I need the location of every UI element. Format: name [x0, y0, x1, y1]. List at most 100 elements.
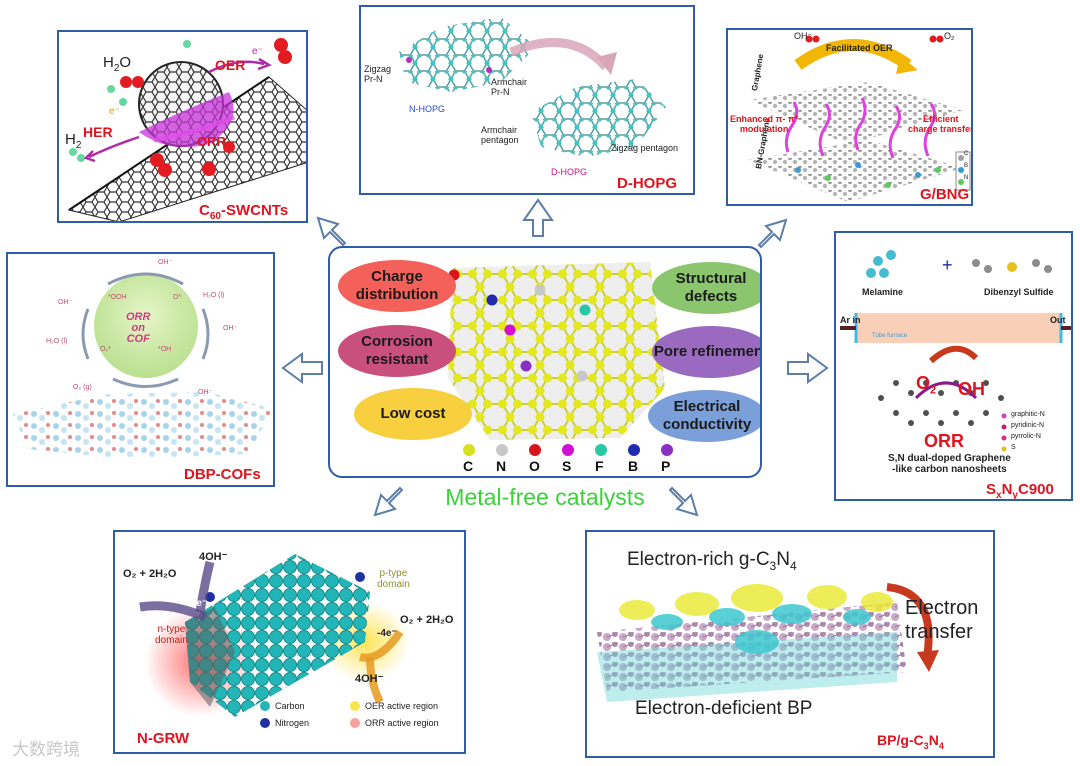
watermark: 大数跨境	[12, 740, 80, 759]
oer-label: OER	[215, 57, 246, 73]
n-hopg-label: N-HOPG	[409, 104, 445, 114]
cof-h2o-left: H₂O (l)	[46, 338, 68, 345]
d-hopg-illustration	[399, 17, 666, 157]
oh-label: OH⁻	[794, 31, 813, 41]
g-bng-illustration	[748, 35, 971, 202]
4oh-top: 4OH⁻	[199, 551, 228, 563]
panel-label-bp-gc3n4: BP/g-C3N4	[877, 732, 944, 751]
cof-ooh: *OOH	[108, 294, 127, 301]
main-title: Metal-free catalysts	[445, 484, 645, 510]
orr-label: ORR	[197, 134, 226, 149]
legend-s: S	[1011, 444, 1016, 451]
property-pill-3: Structural defects	[652, 262, 760, 314]
cof-oh-top: OH⁻	[158, 259, 173, 266]
legend-pyridinic-n: pyridinic-N	[1011, 422, 1045, 429]
legend-dot-b	[628, 444, 640, 456]
legend-label-o: O	[529, 458, 540, 474]
electron-label-2: e⁻	[109, 106, 120, 117]
legend-b: B	[964, 163, 969, 169]
property-label-4: Pore refinement	[653, 343, 762, 360]
sn-graphene-description: S,N dual-doped Graphene-like carbon nano…	[888, 453, 1011, 475]
legend-label-n: N	[496, 458, 507, 474]
doped-graphene-lattice	[448, 262, 665, 440]
arrow-up-d-hopg	[522, 198, 554, 237]
panel-label-sxny-c900: SxNyC900	[986, 481, 1054, 501]
legend-label-p: P	[661, 458, 671, 474]
dbp-cofs-illustration	[13, 272, 273, 459]
cof-h2o-right: H₂O (l)	[203, 292, 225, 299]
facilitated-oer-label: Facilitated OER	[826, 43, 893, 53]
melamine-label: Melamine	[862, 287, 904, 297]
legend-label-s: S	[562, 458, 572, 474]
ar-in-label: Ar in	[840, 315, 861, 325]
property-label-1: Corrosion resistant	[361, 333, 433, 368]
h2o-label: H2O	[103, 54, 132, 74]
panel-label-dbp-cofs: DBP-COFs	[184, 466, 261, 483]
panel-label-g-bng: G/BNG	[920, 186, 970, 203]
c60-swcnt-illustration	[67, 38, 306, 221]
dibenzyl-sulfide-label: Dibenzyl Sulfide	[984, 287, 1054, 297]
electron-rich-label: Electron-rich g-C3N4	[627, 549, 797, 573]
legend-carbon: Carbon	[275, 701, 305, 711]
electron-label-1: e⁻	[252, 46, 263, 57]
panel-label-c60-swcnts: C60-SWCNTs	[199, 202, 289, 222]
property-pill-2: Low cost	[354, 388, 472, 440]
panel-label-d-hopg: D-HOPG	[617, 175, 677, 192]
property-label-0: Charge distribution	[355, 268, 439, 303]
panel-dbp-cofs: OH⁻ H₂O (l) OH⁻ OH⁻ H₂O (l) OH⁻ *OOH O* …	[6, 252, 275, 487]
legend-dot-n	[496, 444, 508, 456]
o2-label: O₂	[944, 31, 955, 41]
cof-o2-star: O₂*	[100, 346, 111, 353]
legend-dot-p	[661, 444, 673, 456]
minus-4e: -4e⁻	[377, 628, 397, 639]
orr-label: ORR	[924, 431, 964, 451]
panel-label-n-grw: N-GRW	[137, 730, 190, 747]
property-label-3: Structural defects	[675, 270, 747, 305]
cof-o-star: O*	[173, 294, 182, 301]
panel-sxny-c900: + Melamine Dibenzyl Sulfide Ar in Out Tu…	[834, 231, 1073, 501]
cof-oh-bottom: OH⁻	[198, 389, 213, 396]
legend-orr-region: ORR active region	[365, 718, 439, 728]
property-pill-0: Charge distribution	[338, 260, 456, 312]
sxny-c900-illustration	[840, 250, 1071, 452]
legend-oer-region: OER active region	[365, 701, 439, 711]
plus-4e: +4e⁻	[185, 598, 208, 609]
arrow-right-sxny	[787, 352, 829, 384]
legend-label-c: C	[463, 458, 474, 474]
legend-nitrogen: Nitrogen	[275, 718, 310, 728]
o2-2h2o-right: O₂ + 2H₂O	[400, 614, 454, 626]
property-label-2: Low cost	[380, 405, 446, 422]
o2-label: O2	[916, 373, 937, 397]
cof-o2g: O₂ (g)	[73, 384, 92, 391]
enhanced-modulation-label: Enhanced π- π*modulation	[730, 114, 799, 134]
property-pill-4: Pore refinement	[652, 326, 762, 378]
plus-sign: +	[942, 255, 953, 275]
legend-pyrrolic-n: pyrrolic-N	[1011, 433, 1041, 440]
arrow-down-left-ngrw	[373, 486, 404, 517]
legend-c: C	[964, 151, 969, 157]
h2-label: H2	[65, 131, 82, 151]
legend-graphitic-n: graphitic-N	[1011, 411, 1045, 418]
panel-g-bng: OH⁻ O₂ Facilitated OER Graphene BN-Graph…	[726, 28, 973, 206]
bp-gc3n4-illustration	[597, 583, 939, 702]
arrow-up-right-gbng	[757, 218, 788, 249]
panel-c60-swcnts: H2O H2 OER HER ORR e⁻ e⁻ C60-SWCNTs	[57, 30, 308, 223]
n-grw-illustration	[139, 554, 410, 728]
oh-label: OH	[958, 379, 985, 399]
legend-dot-o	[529, 444, 541, 456]
cof-oh-star: *OH	[158, 346, 172, 353]
cof-oh-right: OH⁻	[223, 325, 238, 332]
central-catalyst-panel: Charge distribution Corrosion resistant …	[328, 246, 762, 478]
4oh-bottom: 4OH⁻	[355, 673, 384, 685]
cof-oh-left: OH⁻	[58, 299, 73, 306]
legend-label-b: B	[628, 458, 639, 474]
electron-deficient-label: Electron-deficient BP	[635, 698, 813, 719]
